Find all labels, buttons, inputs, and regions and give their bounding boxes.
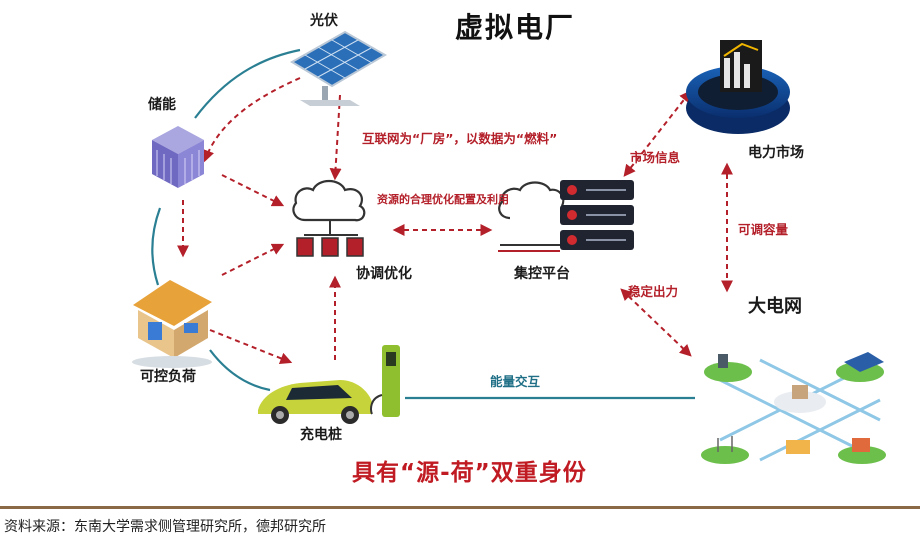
source-note: 资料来源：东南大学需求侧管理研究所，德邦研究所 <box>4 519 326 535</box>
node-solar-label: 光伏 <box>310 13 338 29</box>
annotation-market-info: 市场信息 <box>630 150 681 165</box>
annotation-stable: 稳定出力 <box>628 284 679 299</box>
flow-arrows <box>177 77 733 365</box>
annotation-resource: 资源的合理优化配置及利用 <box>377 193 509 206</box>
annotation-internet: 互联网为“厂房”，以数据为“燃料” <box>362 131 558 146</box>
node-platform-label: 集控平台 <box>514 266 570 282</box>
charging-post-icon <box>370 345 400 417</box>
node-coord-label: 协调优化 <box>356 266 412 282</box>
annotation-capacity: 可调容量 <box>738 222 789 237</box>
ev-car-icon <box>258 380 372 424</box>
storage-building-icon <box>152 126 204 188</box>
node-storage-label: 储能 <box>148 97 176 113</box>
source-ring <box>151 48 301 392</box>
server-stack-icon <box>498 180 634 252</box>
house-icon <box>132 280 212 368</box>
solar-panel-icon <box>290 30 387 106</box>
node-load-label: 可控负荷 <box>140 369 196 385</box>
annotation-energy: 能量交互 <box>490 374 541 389</box>
diagram-title: 虚拟电厂 <box>455 11 576 44</box>
node-grid-label: 大电网 <box>748 296 802 317</box>
smart-grid-icon <box>696 352 892 464</box>
cloud-network-icon <box>292 179 366 257</box>
power-market-icon <box>686 40 790 134</box>
node-market-label: 电力市场 <box>748 145 804 161</box>
node-charger-label: 充电桩 <box>300 427 342 443</box>
identity-caption: 具有“源-荷”双重身份 <box>352 460 587 486</box>
source-divider <box>0 506 920 509</box>
